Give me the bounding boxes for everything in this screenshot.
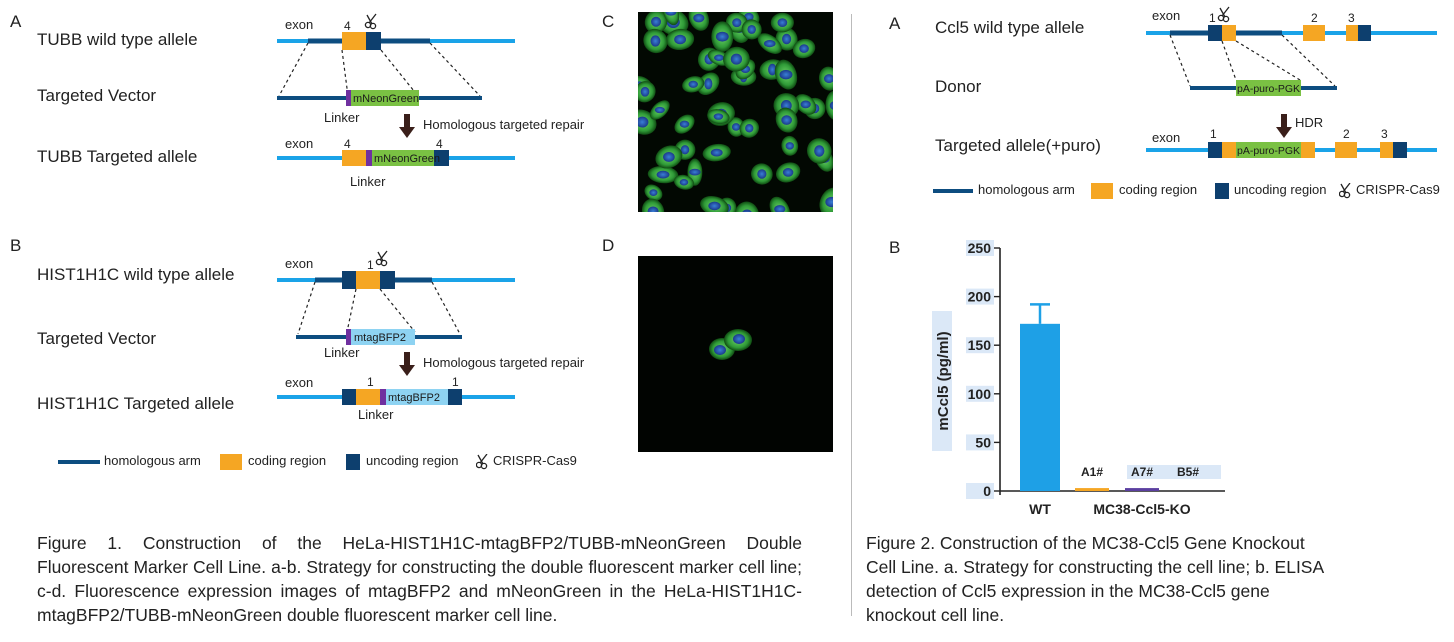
scissors-icon	[1339, 183, 1351, 199]
svg-text:mtagBFP2: mtagBFP2	[354, 332, 406, 344]
y-tick-label: 100	[968, 386, 992, 402]
svg-text:2: 2	[1343, 127, 1350, 141]
fig2-caption: Figure 2. Construction of the MC38-Ccl5 …	[866, 533, 1324, 625]
svg-text:pA-puro-PGK: pA-puro-PGK	[1237, 145, 1300, 157]
bar-label-B5#: B5#	[1177, 465, 1199, 479]
y-tick-label: 250	[968, 240, 992, 256]
bar-label-A7#: A7#	[1131, 465, 1153, 479]
scissors-icon	[476, 454, 488, 470]
tubb-vector-label: Targeted Vector	[37, 86, 157, 105]
svg-text:mNeonGreen: mNeonGreen	[374, 153, 440, 165]
y-tick-bg	[966, 240, 994, 256]
legend-uncoding-swatch	[346, 454, 360, 470]
fig1-caption: Figure 1. Construction of the HeLa-HIST1…	[37, 533, 802, 625]
ccl5-donor-label: Donor	[935, 77, 982, 96]
ccl5-targeting-diagram: exon 1 2 3 pA-puro-PGK HDR exon 1 2 3 pA…	[1146, 6, 1437, 158]
bar-WT	[1020, 323, 1060, 491]
figure-divider	[851, 14, 852, 616]
svg-text:1: 1	[367, 258, 374, 272]
tubb-exon-number: 4	[344, 19, 351, 33]
tubb-exon-label: exon	[285, 17, 313, 32]
fig1-panel-b-label: B	[10, 236, 22, 255]
elisa-bar-chart: 0 50 100 150 200 250 mCcl5 (pg/ml) WT A1# A7# B5# M…	[932, 240, 1225, 517]
y-tick-bg	[966, 385, 994, 402]
fig2-panel-a-label: A	[889, 14, 901, 33]
bar-A7#	[1125, 488, 1159, 491]
svg-text:exon: exon	[1152, 8, 1180, 23]
group-label: MC38-Ccl5-KO	[1093, 501, 1190, 517]
scissors-icon	[364, 13, 377, 30]
svg-text:2: 2	[1311, 11, 1318, 25]
svg-text:pA-puro-PGK: pA-puro-PGK	[1237, 83, 1300, 95]
svg-text:HDR: HDR	[1295, 115, 1323, 130]
tubb-targeting-diagram: exon 4 mNeonGreen Linker Homologous targ…	[277, 13, 585, 189]
y-tick-label: 150	[968, 337, 992, 353]
svg-text:4: 4	[436, 137, 443, 151]
ccl5-targeted-allele-label: Targeted allele(+puro)	[935, 136, 1101, 155]
svg-text:1: 1	[1210, 127, 1217, 141]
legend-crispr-label: CRISPR-Cas9	[493, 453, 577, 468]
svg-text:4: 4	[344, 137, 351, 151]
fig2-legend: homologous arm coding region uncoding re…	[933, 181, 1443, 201]
svg-text:exon: exon	[285, 256, 313, 271]
tubb-wt-coding	[342, 32, 366, 50]
bar-label-A1#: A1#	[1081, 465, 1103, 479]
svg-text:1: 1	[367, 375, 374, 389]
svg-text:1: 1	[1209, 11, 1216, 25]
fig1-panel-a-label: A	[10, 12, 22, 31]
svg-text:Linker: Linker	[358, 407, 394, 422]
legend-uncoding-label: uncoding region	[366, 453, 459, 468]
svg-text:Homologous targeted repair: Homologous targeted repair	[423, 355, 585, 370]
legend-arm-swatch	[58, 460, 100, 464]
ccl5-wt-allele-label: Ccl5 wild type allele	[935, 18, 1085, 37]
svg-text:exon: exon	[1152, 130, 1180, 145]
y-tick-bg	[966, 337, 994, 354]
svg-text:1: 1	[452, 375, 459, 389]
x-label-WT: WT	[1029, 501, 1051, 517]
legend-coding-label: coding region	[248, 453, 327, 468]
tubb-wt-uncoding	[366, 32, 381, 50]
fig1-panel-c-label: C	[602, 12, 615, 31]
y-tick-label: 50	[975, 434, 991, 450]
tubb-vector-insert-label: mNeonGreen	[353, 93, 419, 105]
fluorescence-image-d	[638, 256, 833, 452]
scissors-icon	[375, 250, 388, 267]
y-tick-bg	[966, 288, 994, 305]
repair-arrow	[399, 127, 415, 138]
svg-text:exon: exon	[285, 136, 313, 151]
svg-text:3: 3	[1348, 11, 1355, 25]
hist-targeting-diagram: exon 1 mtagBFP2 Linker Homologous target…	[277, 250, 585, 422]
tubb-wt-allele-label: TUBB wild type allele	[37, 30, 198, 49]
legend-arm-label: homologous arm	[104, 453, 201, 468]
hist-targeted-allele-label: HIST1H1C Targeted allele	[37, 394, 235, 413]
svg-text:Linker: Linker	[324, 345, 360, 360]
tubb-vector-linker-label: Linker	[324, 110, 360, 125]
fig2-panel-b-label: B	[889, 238, 901, 257]
y-tick-bg	[966, 434, 994, 451]
svg-text:Linker: Linker	[350, 174, 386, 189]
svg-text:mtagBFP2: mtagBFP2	[388, 392, 440, 404]
fig1-legend: homologous arm coding region uncoding re…	[58, 452, 618, 472]
y-tick-label: 200	[968, 289, 992, 305]
hist-wt-allele-label: HIST1H1C wild type allele	[37, 265, 235, 284]
tubb-repair-label: Homologous targeted repair	[423, 117, 585, 132]
svg-text:3: 3	[1381, 127, 1388, 141]
tubb-vector-insert	[351, 90, 419, 106]
hist-vector-label: Targeted Vector	[37, 329, 157, 348]
y-tick-bg	[966, 483, 994, 499]
fig1-panel-d-label: D	[602, 236, 615, 255]
y-axis-label: mCcl5 (pg/ml)	[935, 331, 952, 430]
fluorescence-image-c	[638, 12, 833, 212]
y-label-bg	[932, 311, 952, 451]
tubb-targeted-allele-label: TUBB Targeted allele	[37, 147, 198, 166]
legend-coding-swatch	[220, 454, 242, 470]
y-tick-label: 0	[983, 483, 991, 499]
tubb-vector-linker	[346, 90, 351, 106]
svg-text:exon: exon	[285, 375, 313, 390]
scissors-icon	[1217, 6, 1230, 23]
b5-label-bg	[1127, 465, 1221, 479]
bar-A1#	[1075, 488, 1109, 491]
